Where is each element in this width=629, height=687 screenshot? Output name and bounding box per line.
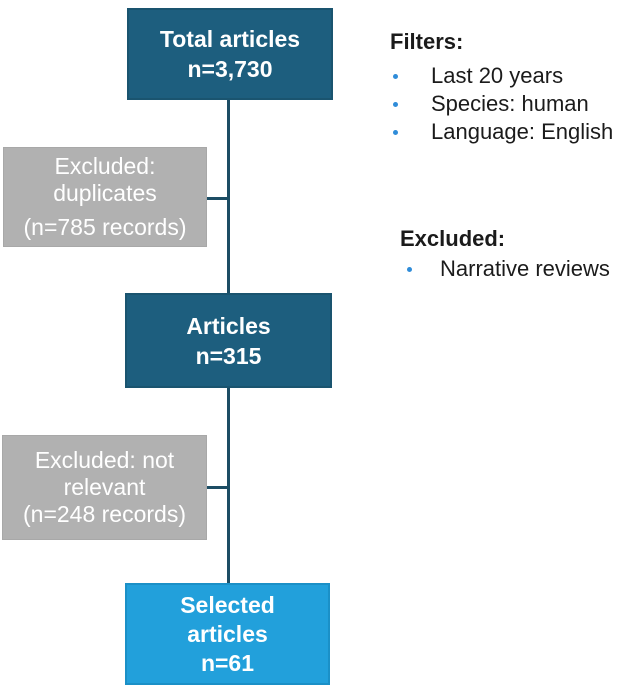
bullet-icon bbox=[393, 129, 398, 135]
list-item: Language: English bbox=[390, 118, 629, 146]
excluded-note: Excluded: Narrative reviews bbox=[400, 225, 629, 283]
articles-box: Articles n=315 bbox=[125, 293, 332, 388]
bullet-icon bbox=[407, 266, 412, 272]
connector-total-to-articles bbox=[227, 100, 230, 293]
excluded-title: Excluded: bbox=[400, 226, 506, 251]
list-item: Last 20 years bbox=[390, 62, 629, 90]
excluded-not-relevant-label-line1: Excluded: not bbox=[34, 447, 175, 473]
bullet-icon bbox=[393, 73, 398, 79]
excluded-item-label: Narrative reviews bbox=[440, 256, 610, 281]
excluded-duplicates-label-line2: duplicates bbox=[53, 180, 157, 206]
connector-articles-to-selected bbox=[227, 388, 230, 583]
total-articles-label: Total articles bbox=[159, 26, 301, 52]
articles-label: Articles bbox=[186, 312, 271, 339]
filters-list: Last 20 years Species: human Language: E… bbox=[390, 62, 629, 146]
selected-articles-label-line2: articles bbox=[187, 620, 268, 647]
total-articles-count: n=3,730 bbox=[187, 56, 273, 82]
filter-item-label: Last 20 years bbox=[431, 63, 564, 88]
filter-item-label: Language: English bbox=[431, 119, 614, 144]
excluded-list: Narrative reviews bbox=[400, 255, 629, 283]
excluded-duplicates-count: (n=785 records) bbox=[23, 214, 187, 240]
list-item: Species: human bbox=[390, 90, 629, 118]
selected-articles-label-line1: Selected bbox=[180, 591, 275, 618]
total-articles-box: Total articles n=3,730 bbox=[127, 8, 333, 100]
excluded-duplicates-box: Excluded: duplicates (n=785 records) bbox=[3, 147, 207, 247]
selected-articles-count: n=61 bbox=[200, 649, 255, 676]
excluded-not-relevant-count: (n=248 records) bbox=[23, 501, 186, 527]
articles-count: n=315 bbox=[195, 342, 262, 369]
excluded-not-relevant-box: Excluded: not relevant (n=248 records) bbox=[2, 435, 207, 540]
excluded-not-relevant-label-line2: relevant bbox=[63, 474, 146, 500]
filters-title: Filters: bbox=[390, 29, 464, 54]
excluded-duplicates-label-line1: Excluded: bbox=[54, 153, 156, 179]
selected-articles-box: Selected articles n=61 bbox=[125, 583, 330, 685]
list-item: Narrative reviews bbox=[400, 255, 629, 283]
connector-excluded-not-relevant-branch bbox=[205, 486, 228, 489]
bullet-icon bbox=[393, 101, 398, 107]
connector-excluded-duplicates-branch bbox=[205, 197, 228, 200]
filters-note: Filters: Last 20 years Species: human La… bbox=[390, 28, 629, 146]
filter-item-label: Species: human bbox=[431, 91, 589, 116]
